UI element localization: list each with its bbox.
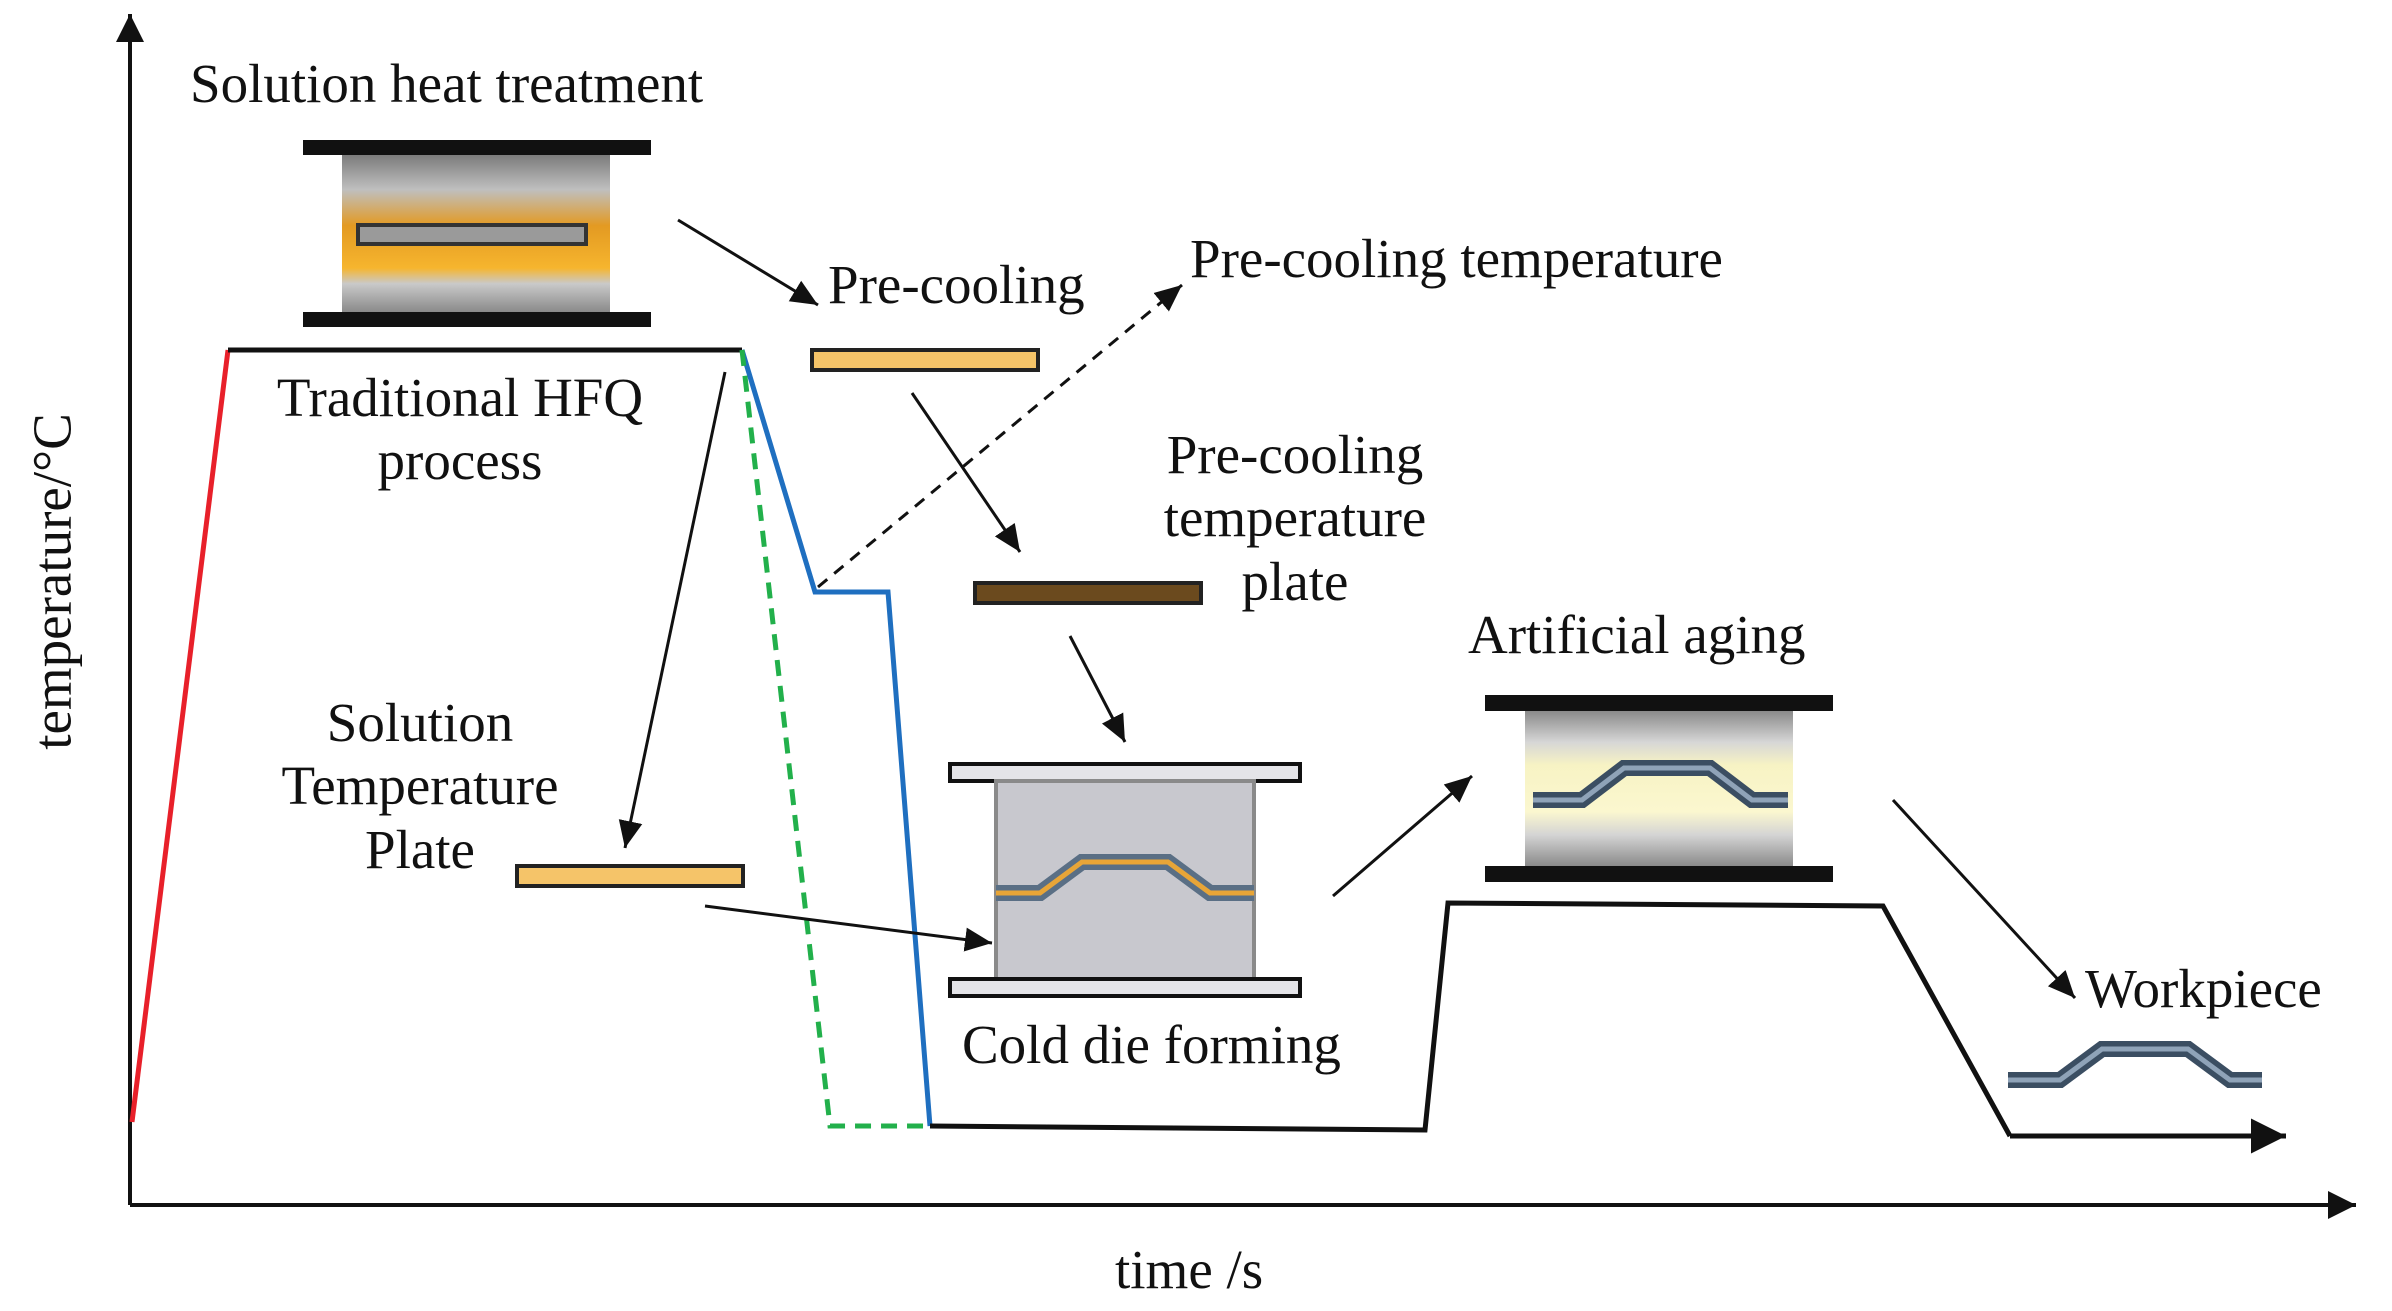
solution-temperature-plate-icon bbox=[515, 864, 745, 888]
arrow-aging-to-workpiece bbox=[1891, 798, 2077, 1000]
cold-die-icon bbox=[948, 762, 1302, 998]
label-solution-heat-treatment: Solution heat treatment bbox=[190, 53, 704, 114]
label-artificial-aging: Artificial aging bbox=[1468, 604, 1806, 665]
temperature-curves bbox=[129, 347, 2286, 1154]
aging-furnace-icon bbox=[1485, 695, 1833, 882]
label-traditional-hfq-process: Traditional HFQ process bbox=[230, 366, 690, 493]
label-stp-line-1: Solution bbox=[326, 692, 514, 753]
workpiece-icon bbox=[2008, 1041, 2262, 1088]
arrow-precooled-to-die bbox=[1068, 635, 1127, 743]
arrow-plate-to-precooled bbox=[910, 392, 1022, 553]
arrow-die-to-aging bbox=[1332, 774, 1473, 898]
label-pre-cooling-temperature: Pre-cooling temperature bbox=[1190, 228, 1723, 289]
label-pcp-line-3: plate bbox=[1241, 550, 1349, 612]
label-stp-line-3: Plate bbox=[365, 818, 475, 880]
label-traditional-hfq-line-1: Traditional HFQ bbox=[276, 367, 644, 428]
arrow-hold-to-solution-plate bbox=[618, 371, 727, 849]
pre-cooling-plate-icon bbox=[810, 348, 1040, 372]
y-axis-label: temperature/°C bbox=[21, 413, 83, 750]
arrow-precooling-temperature-dashed bbox=[817, 283, 1183, 589]
pre-cooling-quench-line bbox=[739, 349, 933, 1127]
heating-line bbox=[129, 349, 231, 1123]
label-pre-cooling: Pre-cooling bbox=[828, 254, 1085, 315]
axes bbox=[116, 14, 2356, 1219]
label-traditional-hfq-line-2: process bbox=[377, 430, 543, 492]
label-pcp-line-2: temperature bbox=[1163, 487, 1427, 549]
arrow-solution-plate-to-die bbox=[704, 904, 993, 952]
aging-process-line bbox=[929, 900, 2013, 1138]
label-pre-cooling-temperature-plate: Pre-cooling temperature plate bbox=[1115, 423, 1475, 613]
traditional-quench-line bbox=[739, 349, 930, 1129]
label-stp-line-2: Temperature bbox=[281, 755, 559, 817]
label-solution-temperature-plate: Solution Temperature Plate bbox=[240, 691, 600, 881]
label-pcp-line-1: Pre-cooling bbox=[1166, 424, 1424, 485]
arrow-furnace-to-precooling bbox=[677, 218, 819, 307]
label-cold-die-forming: Cold die forming bbox=[962, 1014, 1341, 1075]
x-axis-label: time /s bbox=[1115, 1239, 1264, 1300]
label-workpiece: Workpiece bbox=[2085, 958, 2322, 1019]
solution-furnace-icon bbox=[303, 140, 651, 327]
flow-arrows bbox=[618, 218, 2077, 1000]
pre-cooled-plate-icon bbox=[973, 581, 1203, 605]
